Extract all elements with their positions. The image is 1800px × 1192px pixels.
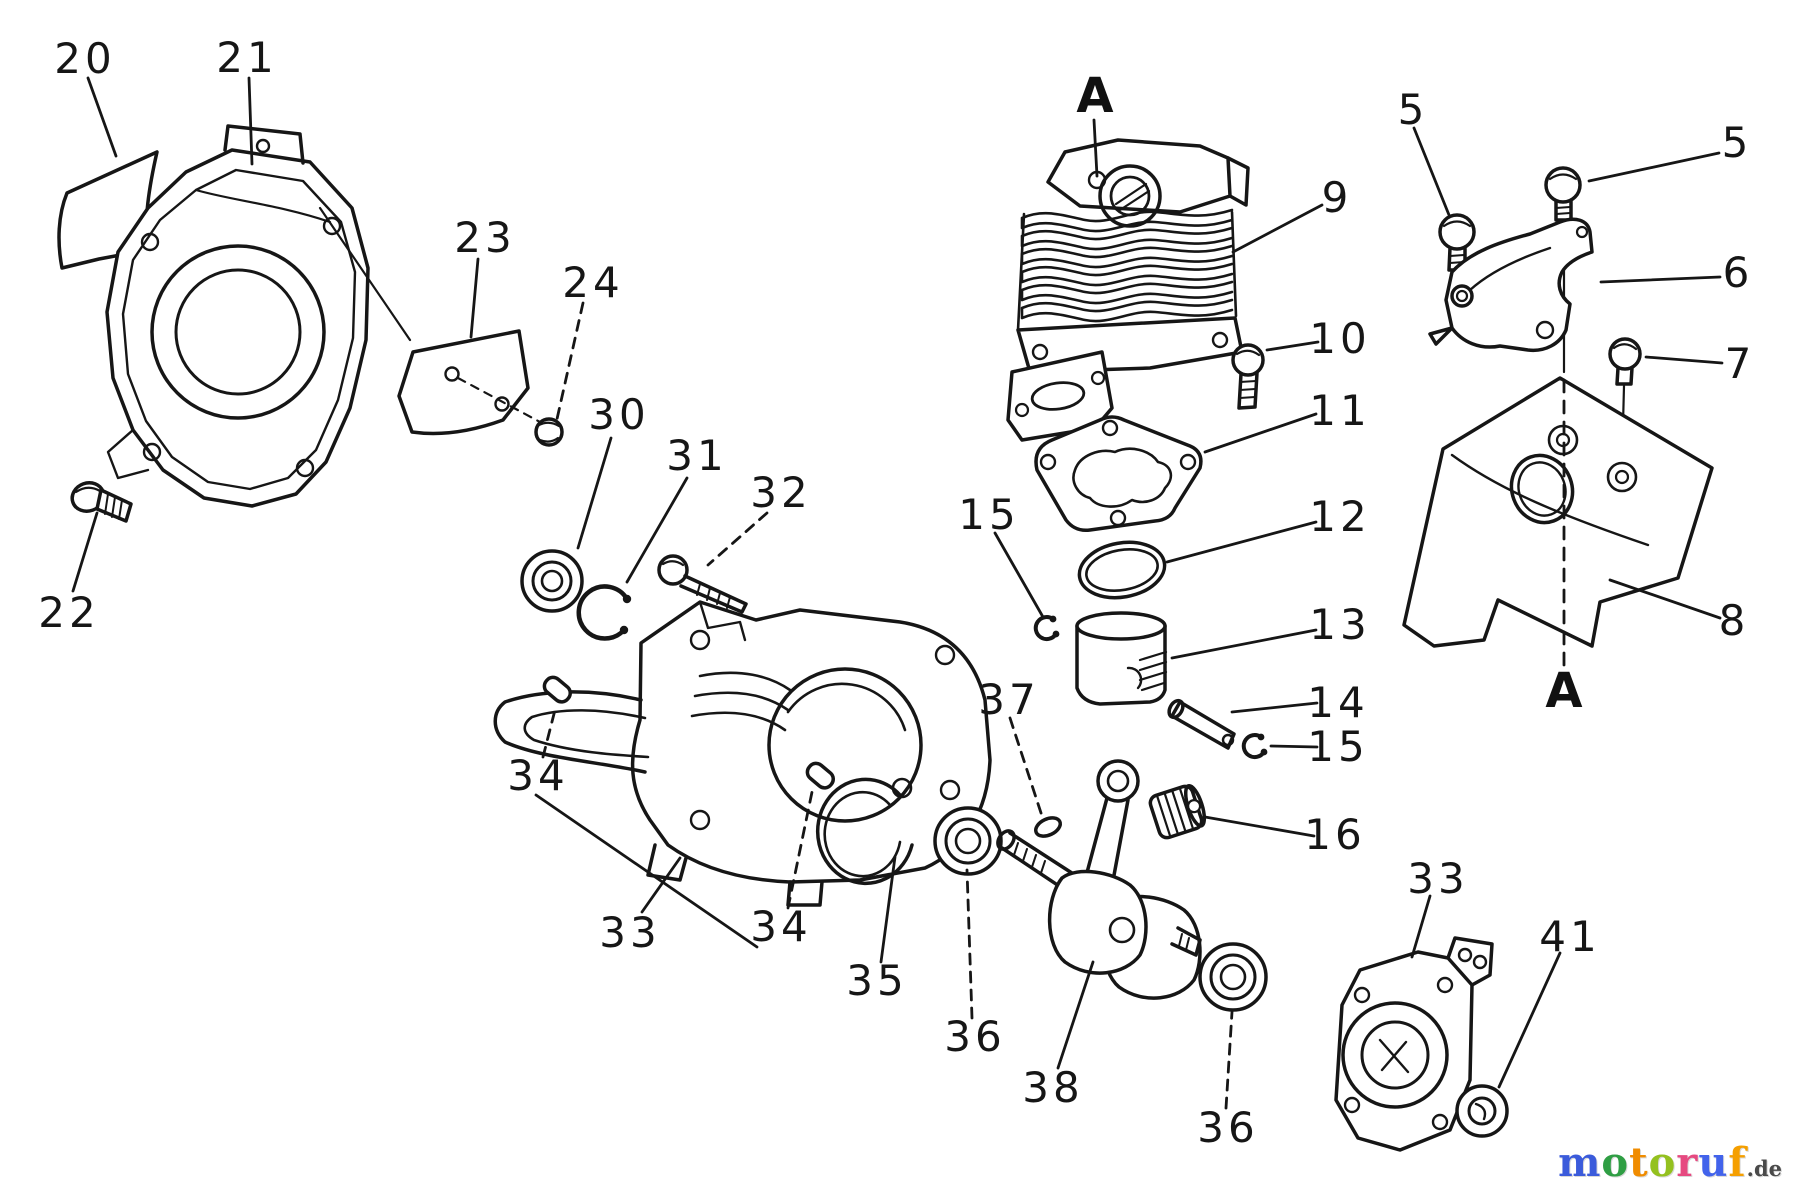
callout-6: 6: [1723, 248, 1754, 297]
callout-36-left: 36: [944, 1012, 1005, 1061]
callout-34-right: 34: [750, 902, 811, 951]
logo-letter: o: [1601, 1139, 1630, 1186]
part-bearing-36-left: [933, 806, 1003, 876]
callout-33-mid: 33: [599, 908, 660, 957]
callout-37: 37: [978, 675, 1039, 724]
callout-15-left: 15: [958, 490, 1019, 539]
callout-10: 10: [1309, 314, 1370, 363]
part-bolt-32: [657, 554, 748, 614]
part-end-cover-33: [1334, 936, 1494, 1152]
part-clip-15-right: [1241, 733, 1268, 760]
callout-20: 20: [54, 34, 115, 83]
callout-41: 41: [1539, 912, 1600, 961]
callout-8: 8: [1719, 596, 1750, 645]
part-bearing-30: [520, 549, 584, 613]
part-crankshaft-38: [996, 759, 1202, 1000]
section-marker-a-top: A: [1076, 68, 1113, 124]
part-screw-22: [70, 481, 133, 523]
assembly-line-21-23: [318, 206, 412, 342]
logo-letter: t: [1629, 1139, 1649, 1186]
logo-letter: u: [1698, 1139, 1729, 1186]
logo-letter: m: [1558, 1139, 1602, 1186]
callout-labels: 20 21 22 23 24 30 31 32 34 33 34 35 36 3…: [38, 33, 1756, 1152]
callout-22: 22: [38, 588, 99, 637]
part-cylinder-9: [1006, 138, 1250, 442]
part-fan-housing-21: [105, 124, 370, 508]
callout-30: 30: [588, 390, 649, 439]
part-crankcase-33: [493, 600, 992, 907]
part-bracket-6: [1428, 217, 1594, 353]
part-decal-20: [57, 150, 159, 270]
callout-33-right: 33: [1407, 854, 1468, 903]
part-piston-pin-14: [1167, 698, 1236, 750]
part-piston-13: [1075, 611, 1168, 706]
part-nut-24: [534, 417, 564, 447]
part-gasket-35: [815, 777, 914, 886]
leader-lines: [71, 76, 1724, 1110]
callout-5-left: 5: [1398, 85, 1429, 134]
callout-16: 16: [1304, 810, 1365, 859]
part-screw-10: [1231, 343, 1265, 410]
logo-letter: r: [1676, 1139, 1699, 1186]
callout-34-left: 34: [507, 751, 568, 800]
callout-38: 38: [1022, 1063, 1083, 1112]
callout-9: 9: [1322, 173, 1353, 222]
section-marker-a-bottom: A: [1545, 663, 1582, 719]
part-plate-23: [397, 329, 542, 436]
callout-35: 35: [846, 956, 907, 1005]
part-circlip-31: [576, 584, 632, 641]
brand-logo: motoruf.de: [1558, 1139, 1782, 1186]
callout-7: 7: [1725, 339, 1756, 388]
callout-13: 13: [1309, 600, 1370, 649]
callout-36-right: 36: [1197, 1103, 1258, 1152]
part-gasket-11: [1034, 415, 1203, 533]
part-key-37: [1033, 816, 1063, 838]
part-seal-41: [1455, 1084, 1509, 1138]
callout-14: 14: [1307, 678, 1368, 727]
part-dowel-pin-34-right: [805, 761, 835, 790]
callout-24: 24: [562, 258, 623, 307]
part-bearing-36-right: [1198, 942, 1268, 1012]
callout-32: 32: [750, 468, 811, 517]
logo-letter: f: [1728, 1139, 1747, 1186]
part-shroud-8: [1402, 376, 1714, 648]
part-piston-ring-12: [1077, 540, 1167, 600]
part-needle-bearing-16: [1148, 783, 1207, 840]
logo-tld: .de: [1746, 1156, 1782, 1181]
part-dowel-pin-34-left: [542, 675, 572, 704]
callout-12: 12: [1309, 492, 1370, 541]
callout-5-right: 5: [1722, 118, 1753, 167]
callout-21: 21: [216, 33, 277, 82]
callout-23: 23: [454, 213, 515, 262]
callout-15-right: 15: [1307, 722, 1368, 771]
logo-letter: o: [1648, 1139, 1677, 1186]
callout-11: 11: [1309, 386, 1370, 435]
callout-31: 31: [666, 431, 727, 480]
part-clip-15-left: [1033, 615, 1060, 642]
